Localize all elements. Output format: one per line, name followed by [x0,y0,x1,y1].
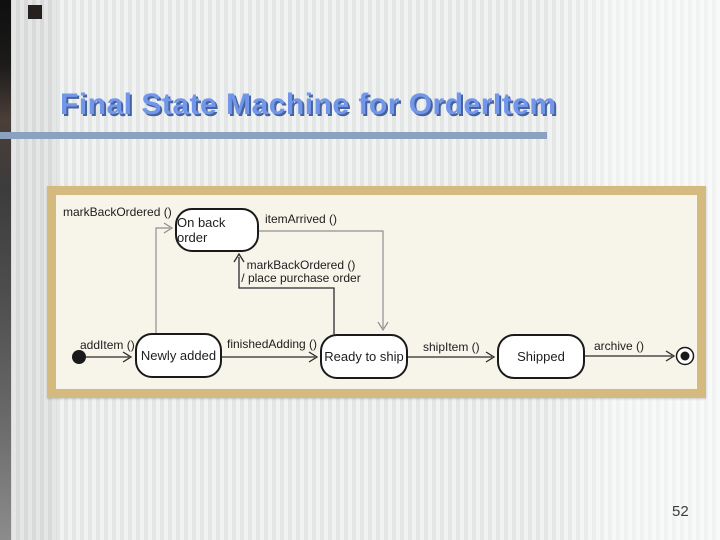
transition-label-placepurchaseorder: markBackOrdered () / place purchase orde… [230,259,372,285]
state-label: On back order [177,215,226,245]
transition-label-additem: addItem () [80,338,135,352]
title-underline [0,132,547,139]
page-title: Final State Machine for OrderItem [60,88,557,121]
transition-label-line2: / place purchase order [241,271,361,285]
transition-label-shipitem: shipItem () [423,340,480,354]
state-ready-to-ship: Ready to ship [320,334,408,379]
transition-label-line1: markBackOrdered () [246,258,356,272]
state-newly-added: Newly added [135,333,222,378]
state-label: Newly added [140,348,217,363]
state-shipped: Shipped [497,334,585,379]
page-number: 52 [672,503,689,520]
state-on-back-order: On back order [175,208,259,252]
transition-label-markbackordered: markBackOrdered () [63,205,172,219]
transition-label-archive: archive () [594,339,645,353]
transition-label-finishedadding: finishedAdding () [227,337,318,351]
transition-label-itemarrived: itemArrived () [265,212,338,226]
left-gradient-strip [0,0,11,540]
state-label: Shipped [517,349,565,364]
template-corner-square [28,5,42,19]
state-label: Ready to ship [324,349,404,364]
